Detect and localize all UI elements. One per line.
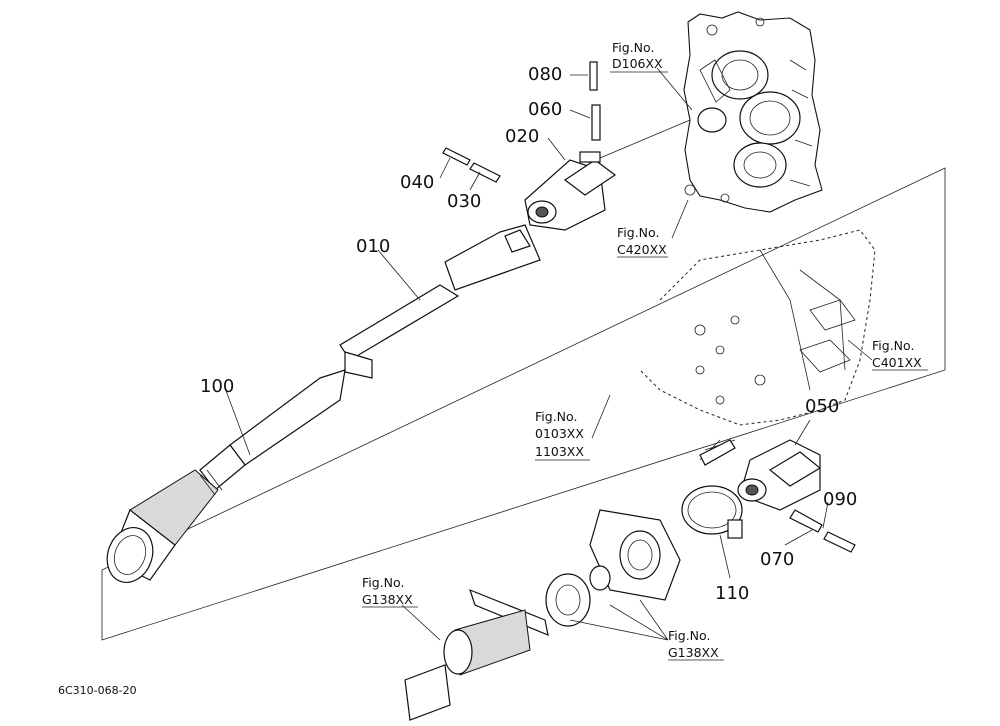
fig-ref-g138-right-code: G138XX — [668, 645, 719, 660]
figure-refs: Fig.No. D106XX Fig.No. C420XX Fig.No. C4… — [362, 40, 922, 660]
fig-ref-g138-left-code: G138XX — [362, 592, 413, 607]
hose-clamp-110 — [681, 485, 743, 539]
part-label-050: 050 — [805, 396, 839, 417]
fig-ref-g138-left-prefix: Fig.No. — [362, 575, 404, 590]
fig-ref-1103-code: 1103XX — [535, 444, 584, 459]
fig-ref-g138-right-prefix: Fig.No. — [668, 628, 710, 643]
fig-ref-0103-code: 0103XX — [535, 426, 584, 441]
fig-ref-0103-prefix: Fig.No. — [535, 409, 577, 424]
universal-joint-050 — [699, 439, 822, 511]
pin-070 — [789, 509, 823, 533]
part-label-080: 080 — [528, 64, 562, 85]
part-label-110: 110 — [715, 583, 749, 604]
part-labels: 080 060 020 040 030 010 100 050 090 070 … — [200, 64, 857, 604]
shaft-010 — [339, 224, 541, 379]
transmission-case — [639, 229, 876, 426]
leader-lines — [224, 67, 928, 661]
fig-ref-d106-code: D106XX — [612, 56, 663, 71]
universal-joint-020 — [524, 119, 691, 231]
lower-bearing-assembly — [404, 509, 681, 721]
pin-040 — [442, 147, 471, 166]
part-label-040: 040 — [400, 172, 434, 193]
fig-ref-d106-prefix: Fig.No. — [612, 40, 654, 55]
shaft-tube-100 — [106, 369, 346, 583]
assembly-frame — [101, 167, 946, 641]
gearbox-housing-upper — [683, 11, 823, 213]
drawing-id: 6C310-068-20 — [58, 684, 137, 697]
part-label-100: 100 — [200, 376, 234, 397]
part-label-070: 070 — [760, 549, 794, 570]
part-label-030: 030 — [447, 191, 481, 212]
part-label-090: 090 — [823, 489, 857, 510]
pin-030 — [469, 162, 501, 183]
pin-080 — [589, 61, 598, 91]
fig-ref-c420-code: C420XX — [617, 242, 667, 257]
part-label-010: 010 — [356, 236, 390, 257]
pin-090 — [823, 531, 856, 553]
pin-060 — [591, 104, 601, 141]
fig-ref-c401-code: C401XX — [872, 355, 922, 370]
fig-ref-c401-prefix: Fig.No. — [872, 338, 914, 353]
fig-ref-c420-prefix: Fig.No. — [617, 225, 659, 240]
part-label-060: 060 — [528, 99, 562, 120]
part-label-020: 020 — [505, 126, 539, 147]
